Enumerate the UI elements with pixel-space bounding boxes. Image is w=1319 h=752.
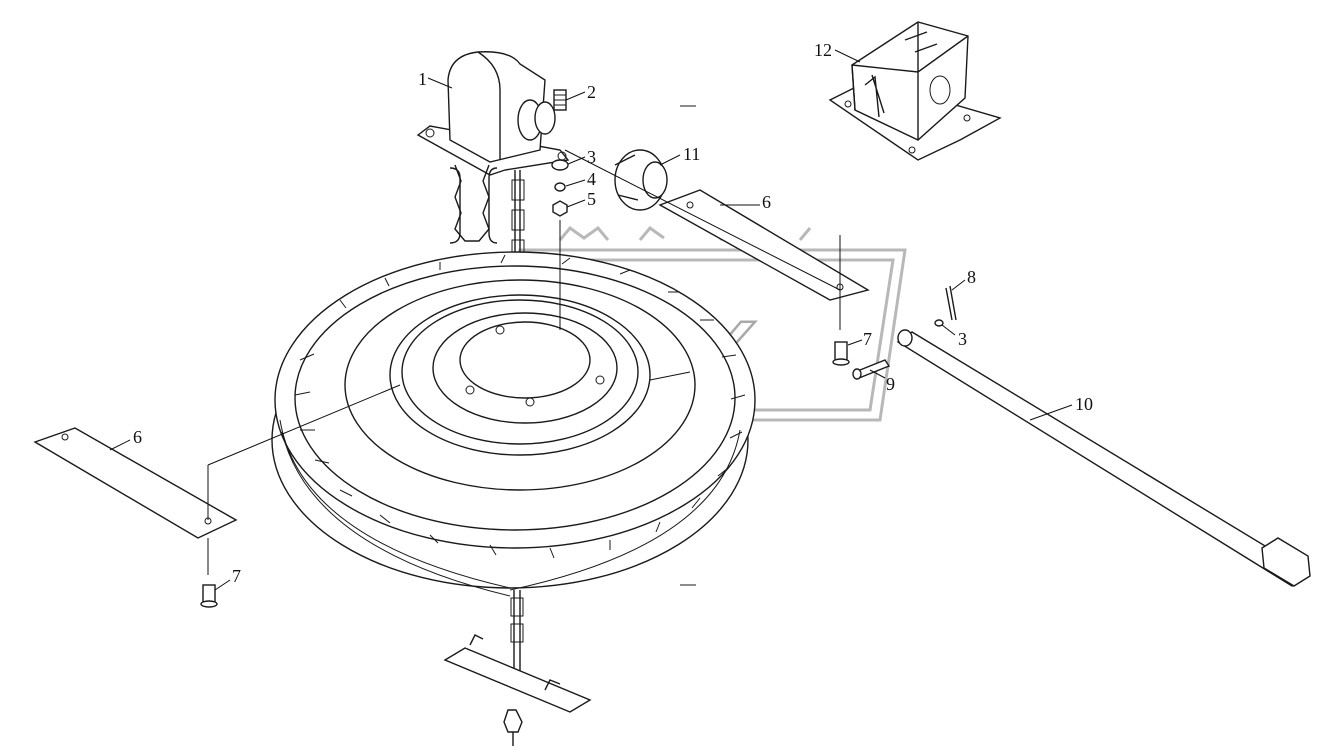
spring-washer-part: [554, 182, 566, 192]
mount-bracket-part: [828, 21, 1002, 161]
winch-bracket-part: [416, 51, 570, 176]
center-marks: [680, 105, 696, 586]
callout-3-handle: 3: [958, 329, 967, 349]
strap-left-part: [33, 427, 238, 539]
leader-lines: [109, 49, 1073, 591]
callout-11: 11: [683, 144, 700, 164]
washer-part: [551, 159, 569, 171]
strap-right-part: [658, 189, 870, 301]
cotter-pin-part: [945, 285, 957, 321]
callout-7-left: 7: [232, 566, 241, 586]
callout-4: 4: [587, 169, 596, 189]
callout-12: 12: [814, 40, 832, 60]
callout-9: 9: [886, 374, 895, 394]
bushing-part: [614, 149, 668, 211]
callout-6-right: 6: [762, 192, 771, 212]
bolt-left-part: [200, 584, 218, 608]
callout-10: 10: [1075, 394, 1093, 414]
bottom-hook-part: [443, 634, 592, 746]
callout-1: 1: [418, 69, 427, 89]
bolt-right-part: [832, 341, 850, 366]
part-callouts: 1 2 3 4 5 11 6 12 8 3 7 9 10 6 7: [133, 40, 1093, 586]
callout-8: 8: [967, 267, 976, 287]
pin-head: [852, 368, 862, 380]
spare-tire: [271, 251, 756, 597]
bolt-part: [553, 89, 567, 111]
callout-5: 5: [587, 189, 596, 209]
crank-handle-part: [896, 329, 1311, 587]
callout-7-right: 7: [863, 329, 872, 349]
callout-6-left: 6: [133, 427, 142, 447]
callout-2: 2: [587, 82, 596, 102]
nut-part: [552, 200, 568, 217]
callout-3: 3: [587, 147, 596, 167]
washer-handle-part: [934, 319, 944, 327]
